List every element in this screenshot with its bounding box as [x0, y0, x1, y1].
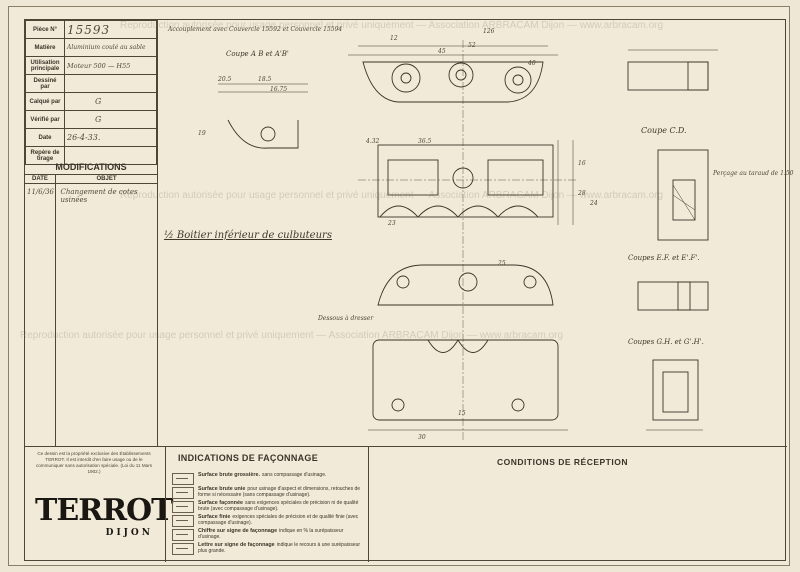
- terrot-logo: TERROT DIJON: [35, 493, 174, 549]
- drawing-lines: [218, 40, 718, 440]
- usage: Moteur 500 — H55: [64, 56, 157, 75]
- dim: 24: [590, 200, 598, 207]
- faconnage-item: Surface brute grossière.sans compassage …: [172, 472, 366, 487]
- dim: 52: [468, 42, 476, 49]
- label-coupes-gh: Coupes G.H. et G'.H'.: [628, 338, 704, 346]
- dim: 15: [458, 410, 466, 417]
- dim: 23: [388, 220, 396, 227]
- dim: 16: [578, 160, 586, 167]
- dim: 19: [198, 130, 206, 137]
- header-note: Accouplement avec Couvercle 15592 et Cou…: [168, 26, 343, 33]
- date-value: 26-4-33.: [64, 128, 157, 147]
- faconnage-list: Surface brute grossière.sans compassage …: [172, 472, 366, 557]
- label-coupe-cd: Coupe C.D.: [641, 126, 687, 135]
- reception-panel: CONDITIONS DE RÉCEPTION: [367, 447, 787, 562]
- dim: 18.5: [258, 76, 272, 83]
- dim: 36.5: [418, 138, 432, 145]
- row-dessine: Dessiné par: [25, 74, 157, 93]
- part-number: 15593: [64, 20, 157, 39]
- logo-wordmark: TERROT: [35, 493, 174, 528]
- faconnage-title: INDICATIONS DE FAÇONNAGE: [178, 453, 319, 463]
- modifications-header: DATE OBJET: [25, 175, 157, 184]
- dim: 40: [528, 60, 536, 67]
- faconnage-panel: INDICATIONS DE FAÇONNAGE Surface brute g…: [165, 447, 369, 562]
- finish-symbol-icon: [172, 543, 194, 555]
- finish-symbol-icon: [172, 487, 194, 499]
- reception-title: CONDITIONS DE RÉCEPTION: [497, 457, 628, 467]
- drawing-title: ½ Boitier inférieur de culbuteurs: [164, 230, 332, 241]
- note-percage: Perçage au taraud de 1.50: [713, 170, 794, 177]
- dim: 126: [483, 28, 495, 35]
- modifications-title: MODIFICATIONS: [25, 160, 157, 175]
- finish-symbol-icon: [172, 515, 194, 527]
- dim: 12: [390, 35, 398, 42]
- finish-symbol-icon: [172, 473, 194, 485]
- material: Aluminium coulé au sable: [64, 38, 157, 57]
- dim: 25: [498, 260, 506, 267]
- modification-date: 11/6/36: [27, 188, 54, 196]
- dim: 20.5: [218, 76, 232, 83]
- row-repere: Repère de tirage: [25, 146, 157, 165]
- row-piece: Pièce N°15593: [25, 20, 157, 39]
- finish-symbol-icon: [172, 529, 194, 541]
- label-coupe-ab: Coupe A B et A'B': [226, 50, 289, 58]
- legal-notice: Ce dessin est la propriété exclusive des…: [35, 451, 153, 474]
- finish-symbol-icon: [172, 501, 194, 513]
- bottom-band: Ce dessin est la propriété exclusive des…: [25, 446, 787, 562]
- label-coupes-ef: Coupes E.F. et E'.F'.: [628, 254, 700, 262]
- technical-drawing: Accouplement avec Couvercle 15592 et Cou…: [158, 20, 793, 446]
- dim: 16.75: [270, 86, 288, 93]
- modifications-section: MODIFICATIONS DATE OBJET: [25, 160, 157, 184]
- dim: 45: [438, 48, 446, 55]
- modification-object: Changement de cotes usinées: [60, 188, 138, 204]
- dim: 28: [578, 190, 586, 197]
- modification-entry: 11/6/36 Changement de cotes usinées: [27, 188, 155, 204]
- logo-city: DIJON: [105, 528, 153, 538]
- dim: 30: [418, 434, 426, 441]
- note-dessous: Dessous à dresser: [318, 315, 374, 322]
- dim: 4.32: [366, 138, 380, 145]
